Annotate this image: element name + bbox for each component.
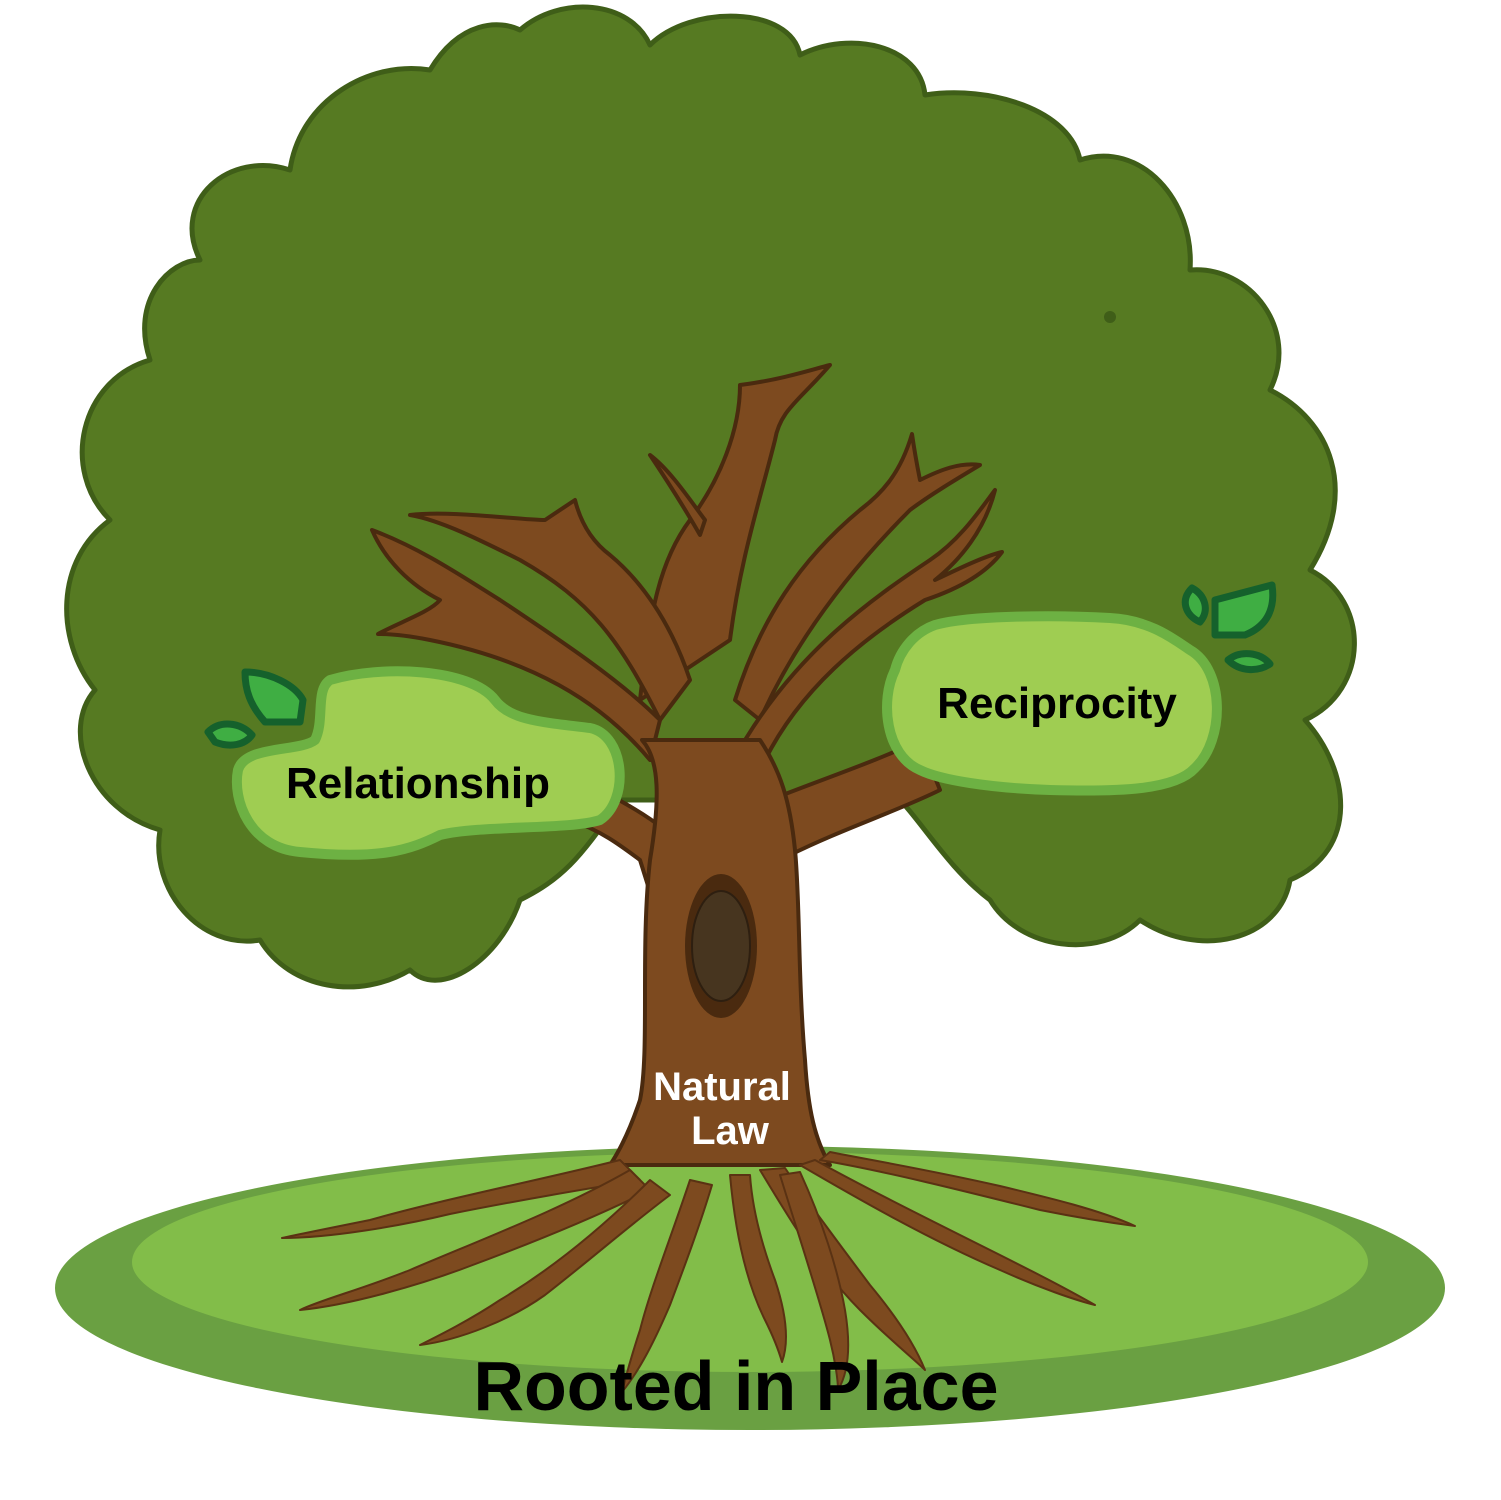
reciprocity-bubble: Reciprocity (882, 611, 1222, 796)
leaves-left (204, 668, 307, 749)
root-right-mid (799, 1159, 1096, 1306)
relationship-bubble: Relationship (232, 666, 625, 860)
leaf-icon (1224, 650, 1274, 673)
canopy-knot (1104, 311, 1116, 323)
branch-upper-left (408, 498, 692, 722)
leaf-icon (1181, 584, 1209, 626)
branch-top-center (638, 363, 832, 702)
branch-top-left-fork (648, 453, 707, 537)
root-far-right (819, 1151, 1136, 1227)
root-left-low (419, 1179, 671, 1346)
trunk (608, 738, 832, 1167)
rooted-in-place-label: Rooted in Place (473, 1347, 998, 1425)
roots (281, 1151, 1136, 1393)
branch-right-middle (743, 488, 1004, 762)
root-left-mid (299, 1169, 651, 1311)
leaves-right (1181, 581, 1277, 673)
leaf-icon (1211, 581, 1277, 639)
reciprocity-label: Reciprocity (937, 679, 1177, 728)
root-center (729, 1174, 787, 1363)
root-center-left (621, 1179, 713, 1393)
natural-law-label-line1: Natural (653, 1065, 791, 1109)
leaf-icon (204, 720, 256, 749)
root-far-left (281, 1159, 641, 1239)
branch-right-lower (768, 738, 942, 857)
branch-right-upper (733, 432, 982, 722)
reciprocity-bubble-shape (882, 611, 1222, 796)
relationship-bubble-shape (232, 666, 625, 860)
trunk-hollow (691, 890, 751, 1002)
natural-law-label-line2: Law (691, 1109, 770, 1153)
branch-left-long (370, 528, 662, 762)
leaf-icon (241, 668, 307, 726)
relationship-label: Relationship (286, 759, 550, 808)
root-right-low (779, 1171, 850, 1391)
